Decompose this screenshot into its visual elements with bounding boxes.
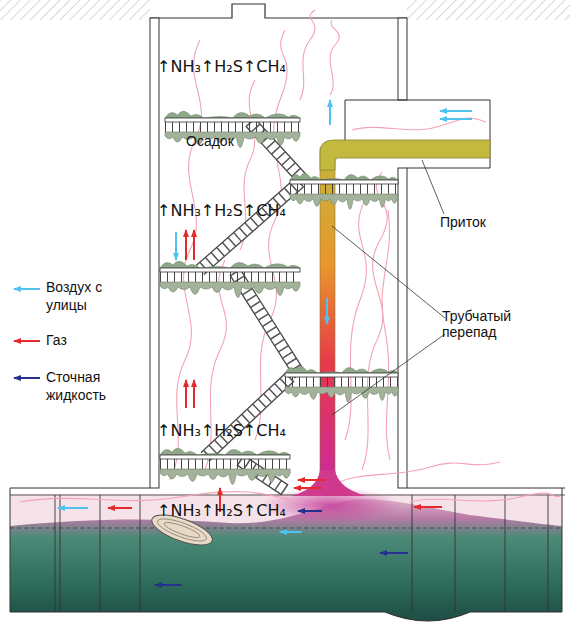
legend-samples <box>14 289 40 378</box>
callout-label: Приток <box>440 214 530 230</box>
gas-formula: ↑NH₃↑H₂S↑CH₄ <box>157 502 297 520</box>
gas-formula: ↑NH₃↑H₂S↑CH₄ <box>157 202 297 220</box>
legend-text: Воздух с улицы <box>46 279 102 313</box>
callout-label: Трубчатый перепад <box>442 308 534 340</box>
legend-text: Сточная жидкость <box>46 369 106 403</box>
leader-lines <box>332 160 445 415</box>
manhole-top <box>150 4 407 18</box>
part-label: Осадок <box>186 133 266 149</box>
flow-arrows <box>58 100 472 585</box>
legend-entry: Воздух с улицы <box>46 279 106 314</box>
ground-hatch <box>0 0 150 20</box>
legend-entry: Сточная жидкость <box>46 369 118 404</box>
gas-formula: ↑NH₃↑H₂S↑CH₄ <box>157 422 297 440</box>
gas-wisps <box>20 10 560 502</box>
legend-text: Газ <box>46 332 67 348</box>
pipe-joints <box>55 495 548 612</box>
gas-formula: ↑NH₃↑H₂S↑CH₄ <box>157 58 297 76</box>
shaft-wall <box>398 18 407 100</box>
shaft-wall <box>150 18 159 488</box>
legend-entry: Газ <box>46 332 106 350</box>
ground-hatch <box>407 0 570 20</box>
shaft-wall <box>398 168 407 488</box>
pipe-bottom <box>10 612 562 621</box>
